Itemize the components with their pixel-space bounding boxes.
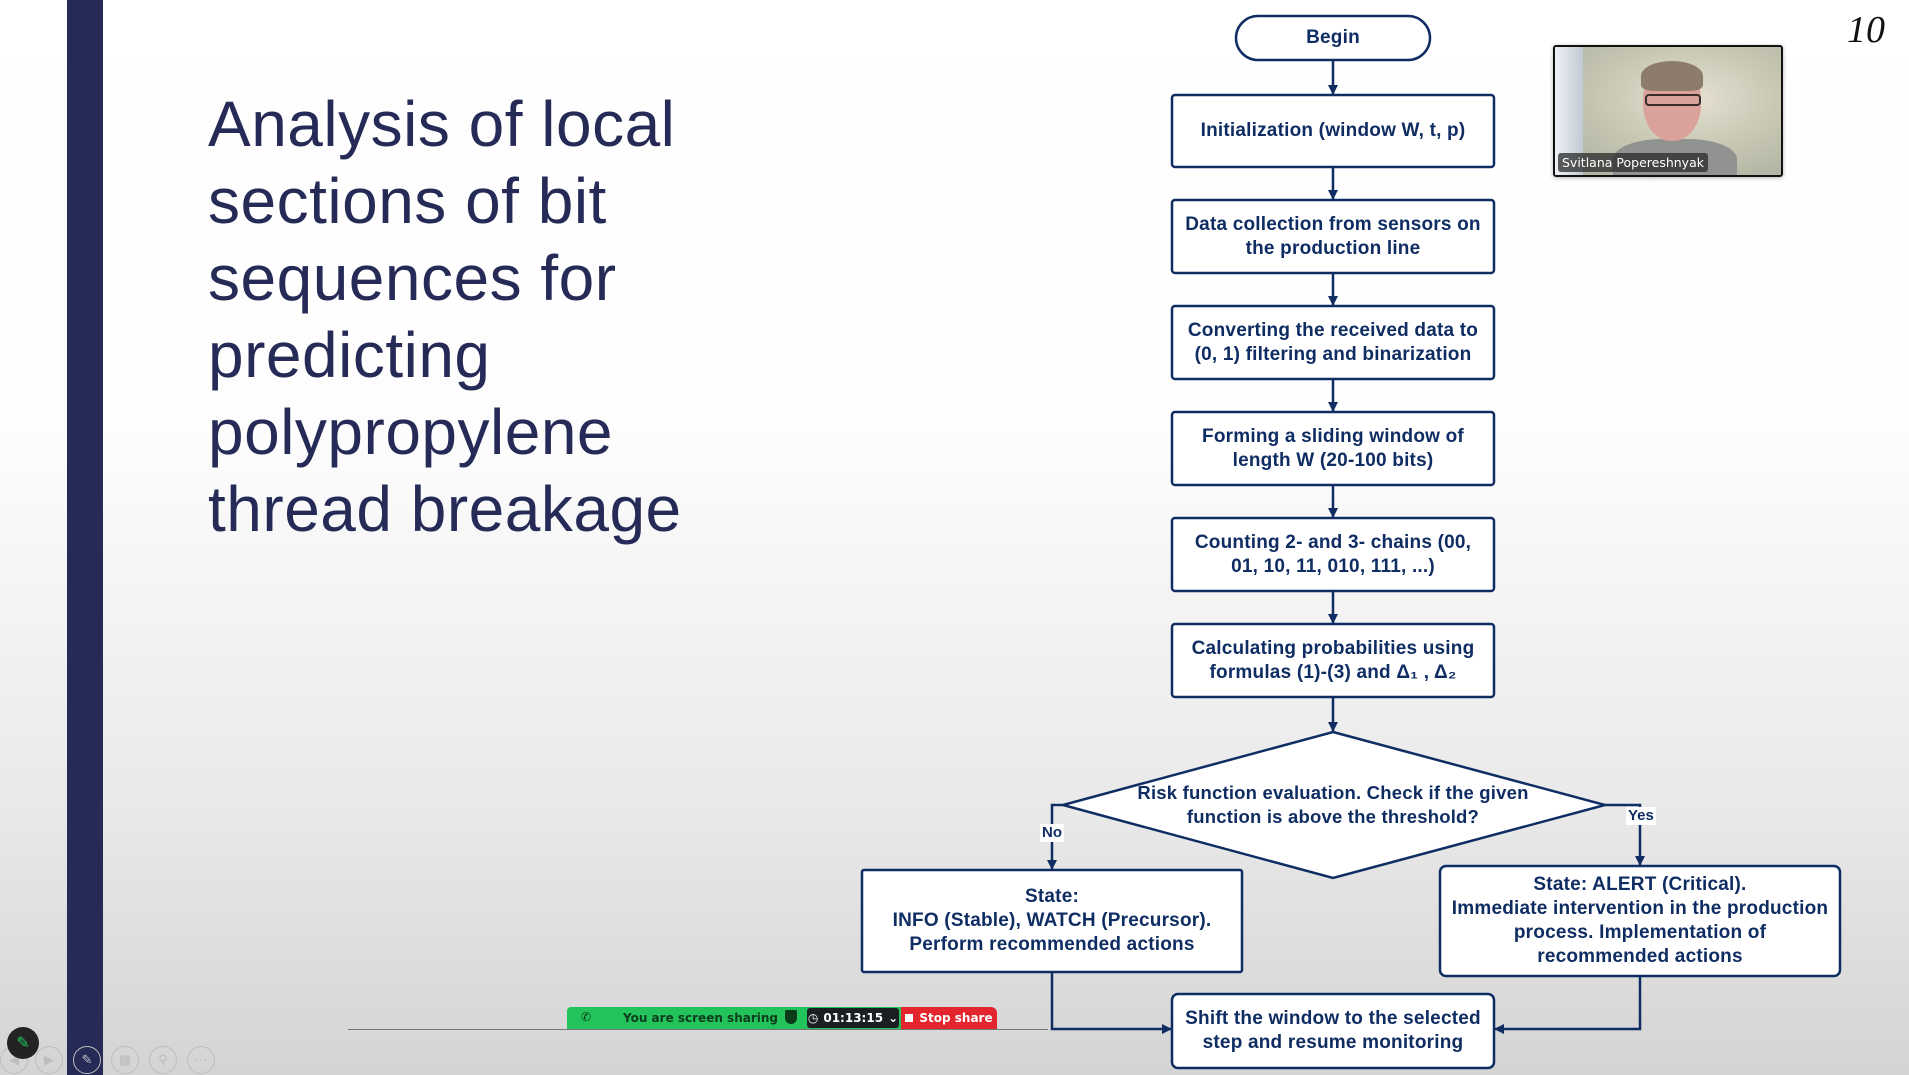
annotate-button[interactable]: ✎ — [73, 1046, 101, 1074]
clock-icon: ◷ — [807, 1011, 819, 1025]
more-options-button[interactable]: ⋯ — [187, 1046, 215, 1074]
share-status[interactable]: ✆ You are screen sharing — [567, 1007, 807, 1029]
begin-label: Begin — [1306, 27, 1360, 48]
pen-icon: ✎ — [16, 1035, 30, 1052]
decision-label: Risk function evaluation. Check if the g… — [1137, 782, 1529, 827]
page-number: 10 — [1847, 9, 1885, 51]
window-label: Forming a sliding window of length W (20… — [1202, 425, 1464, 471]
share-timer[interactable]: ◷ 01:13:15 ⌄ — [807, 1007, 901, 1029]
edge-decision-no — [1047, 803, 1063, 870]
participant-video[interactable]: Svitlana Popereshnyak — [1553, 45, 1783, 177]
screen-share-bar: ✆ You are screen sharing ◷ 01:13:15 ⌄ St… — [567, 1007, 997, 1029]
shift-label: Shift the window to the selected step an… — [1185, 1008, 1481, 1053]
chevron-down-icon: ⌄ — [888, 1011, 899, 1025]
share-bar-divider — [348, 1029, 1048, 1030]
shield-icon — [785, 1010, 797, 1024]
video-person-glasses — [1645, 94, 1701, 106]
edge-label-no: No — [1040, 824, 1064, 842]
stop-share-button[interactable]: Stop share — [901, 1007, 997, 1029]
state-no-label: State: INFO (Stable), WATCH (Precursor).… — [892, 886, 1212, 955]
stop-icon — [905, 1014, 914, 1022]
stop-share-label: Stop share — [919, 1011, 993, 1025]
slide-title: Analysis of local sections of bit sequen… — [208, 88, 682, 545]
pen-tool-button[interactable]: ✎ — [7, 1027, 39, 1059]
count-label: Counting 2- and 3- chains (00, 01, 10, 1… — [1194, 531, 1472, 577]
convert-label: Converting the received data to (0, 1) f… — [1187, 319, 1479, 365]
edge-decision-yes — [1605, 803, 1645, 866]
share-timer-value: 01:13:15 — [823, 1011, 884, 1025]
init-label: Initialization (window W, t, p) — [1200, 120, 1466, 141]
collect-label: Data collection from sensors on the prod… — [1185, 213, 1481, 259]
share-status-text: You are screen sharing — [623, 1011, 779, 1025]
calc-label: Calculating probabilities using formulas… — [1191, 637, 1475, 683]
slides-view-button[interactable]: ▦ — [111, 1046, 139, 1074]
zoom-button[interactable]: ⚲ — [149, 1046, 177, 1074]
video-person-hair — [1641, 61, 1703, 91]
state-yes-label: State: ALERT (Critical). Immediate inter… — [1451, 874, 1829, 967]
participant-name: Svitlana Popereshnyak — [1558, 153, 1708, 172]
slide-accent-bar — [67, 0, 103, 1075]
edge-no-shift — [1050, 972, 1172, 1034]
edge-yes-shift — [1494, 976, 1642, 1034]
phone-icon: ✆ — [581, 1010, 592, 1024]
edge-label-yes: Yes — [1626, 807, 1656, 825]
decision-node — [1058, 730, 1610, 880]
next-slide-button[interactable]: ▶ — [35, 1046, 63, 1074]
